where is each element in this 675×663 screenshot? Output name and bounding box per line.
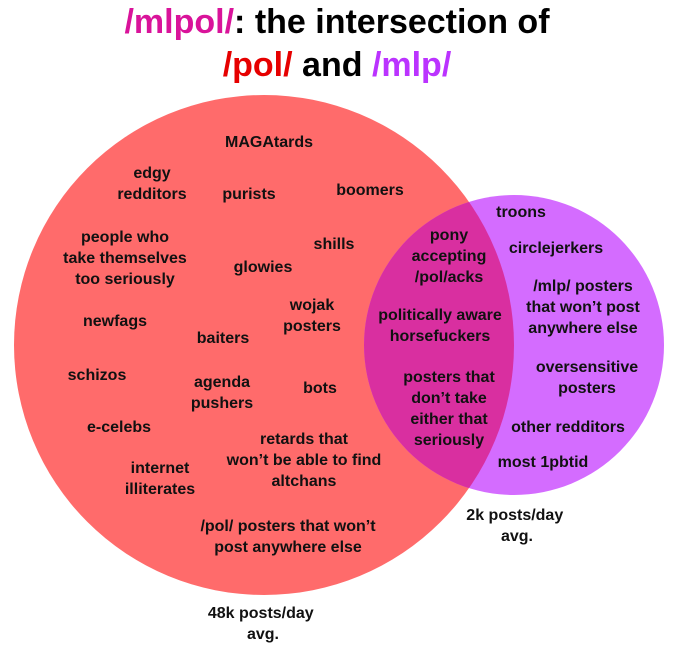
label-line: baiters (197, 330, 250, 347)
label-line: either that (410, 411, 488, 428)
label-wojak-posters: wojak posters (283, 297, 341, 335)
label-internet-illiterates: internet illiterates (125, 460, 195, 498)
label-line: post anywhere else (214, 539, 362, 556)
mlp-posts-per-day: 2k posts/day avg. (466, 507, 567, 545)
label-circlejerkers: circlejerkers (509, 240, 603, 257)
label-line: retards that (260, 431, 349, 448)
label-line: bots (303, 380, 337, 397)
label-glowies: glowies (234, 259, 293, 276)
label-line: most 1pbtid (498, 454, 589, 471)
title-line-1: /mlpol/: the intersection of (124, 3, 550, 41)
label-people-who-take-themselves-too-seriously: people who take themselves too seriously (63, 229, 187, 288)
label-line: pony (430, 227, 468, 244)
label-bots: bots (303, 380, 337, 397)
label-line: horsefuckers (390, 328, 491, 345)
label-line: glowies (234, 259, 293, 276)
label-line: people who (81, 229, 169, 246)
label-line: illiterates (125, 481, 195, 498)
label-pol-posters-wont-post-elsewhere: /pol/ posters that won’t post anywhere el… (200, 518, 376, 556)
label-most-1pbtid: most 1pbtid (498, 454, 589, 471)
label-line: anywhere else (528, 320, 638, 337)
label-baiters: baiters (197, 330, 250, 347)
label-boomers: boomers (336, 182, 404, 199)
label-line: redditors (117, 186, 186, 203)
mlp-only-labels: troons circlejerkers /mlp/ posters that w… (496, 204, 640, 471)
label-line: politically aware (378, 307, 502, 324)
label-line: boomers (336, 182, 404, 199)
label-line: posters that (403, 369, 495, 386)
label-line: won’t be able to find (226, 452, 382, 469)
label-line: edgy (133, 165, 170, 182)
label-line: don’t take (411, 390, 487, 407)
label-troons: troons (496, 204, 546, 221)
label-line: wojak (289, 297, 335, 314)
title-mlp: /mlp/ (372, 46, 452, 84)
label-line: take themselves (63, 250, 187, 267)
label-line: /pol/acks (415, 269, 484, 286)
label-line: /pol/ posters that won’t (200, 518, 376, 535)
mlp-stats-line1: 2k posts/day (466, 507, 563, 524)
title-pol: /pol/ (223, 46, 293, 84)
label-agenda-pushers: agenda pushers (191, 374, 253, 412)
label-other-redditors: other redditors (511, 419, 625, 436)
label-line: posters (283, 318, 341, 335)
label-line: accepting (412, 248, 487, 265)
label-pony-accepting-polacks: pony accepting/pol/acks (412, 227, 487, 286)
title-line-2: /pol/ and /mlp/ (223, 46, 452, 84)
label-line: MAGAtards (225, 134, 313, 151)
label-line: other redditors (511, 419, 625, 436)
label-line: posters (558, 380, 616, 397)
title-and: and (293, 46, 372, 84)
label-line: schizos (68, 367, 127, 384)
pol-circle (14, 95, 514, 595)
label-mlp-posters-wont-post-elsewhere: /mlp/ posters that won’t post anywhere els… (526, 278, 640, 337)
label-oversensitive-posters: oversensitive posters (536, 359, 638, 397)
label-shills: shills (314, 236, 355, 253)
label-posters-not-serious: posters that don’t take either that serious… (403, 369, 495, 449)
pol-stats-line1: 48k posts/day (208, 605, 314, 622)
label-line: internet (131, 460, 190, 477)
label-magatards: MAGAtards (225, 134, 313, 151)
label-line: too seriously (75, 271, 175, 288)
title-mlpol: /mlpol/ (124, 3, 234, 41)
label-line: e-celebs (87, 419, 151, 436)
overlap-labels: pony accepting/pol/acks politically aware… (378, 227, 502, 449)
label-line: agenda (194, 374, 250, 391)
label-newfags: newfags (83, 313, 147, 330)
label-politically-aware-horsefuckers: politically aware horsefuckers (378, 307, 502, 345)
label-line: shills (314, 236, 355, 253)
label-purists: purists (222, 186, 275, 203)
label-edgy-redditors: edgy redditors (117, 165, 186, 203)
pol-stats-line2: avg. (247, 626, 279, 643)
label-line: purists (222, 186, 275, 203)
label-line: /mlp/ posters (533, 278, 633, 295)
title-intersection-text: : the intersection of (234, 3, 550, 41)
label-schizos: schizos (68, 367, 127, 384)
label-line: pushers (191, 395, 253, 412)
mlp-stats-line2: avg. (501, 528, 533, 545)
pol-posts-per-day: 48k posts/day avg. (208, 605, 318, 643)
label-line: seriously (414, 432, 484, 449)
label-e-celebs: e-celebs (87, 419, 151, 436)
label-line: troons (496, 204, 546, 221)
label-line: oversensitive (536, 359, 638, 376)
label-line: circlejerkers (509, 240, 603, 257)
label-line: newfags (83, 313, 147, 330)
label-line: that won’t post (526, 299, 640, 316)
label-retards-altchans: retards that won’t be able to find altchan… (226, 431, 382, 490)
label-line: altchans (272, 473, 337, 490)
